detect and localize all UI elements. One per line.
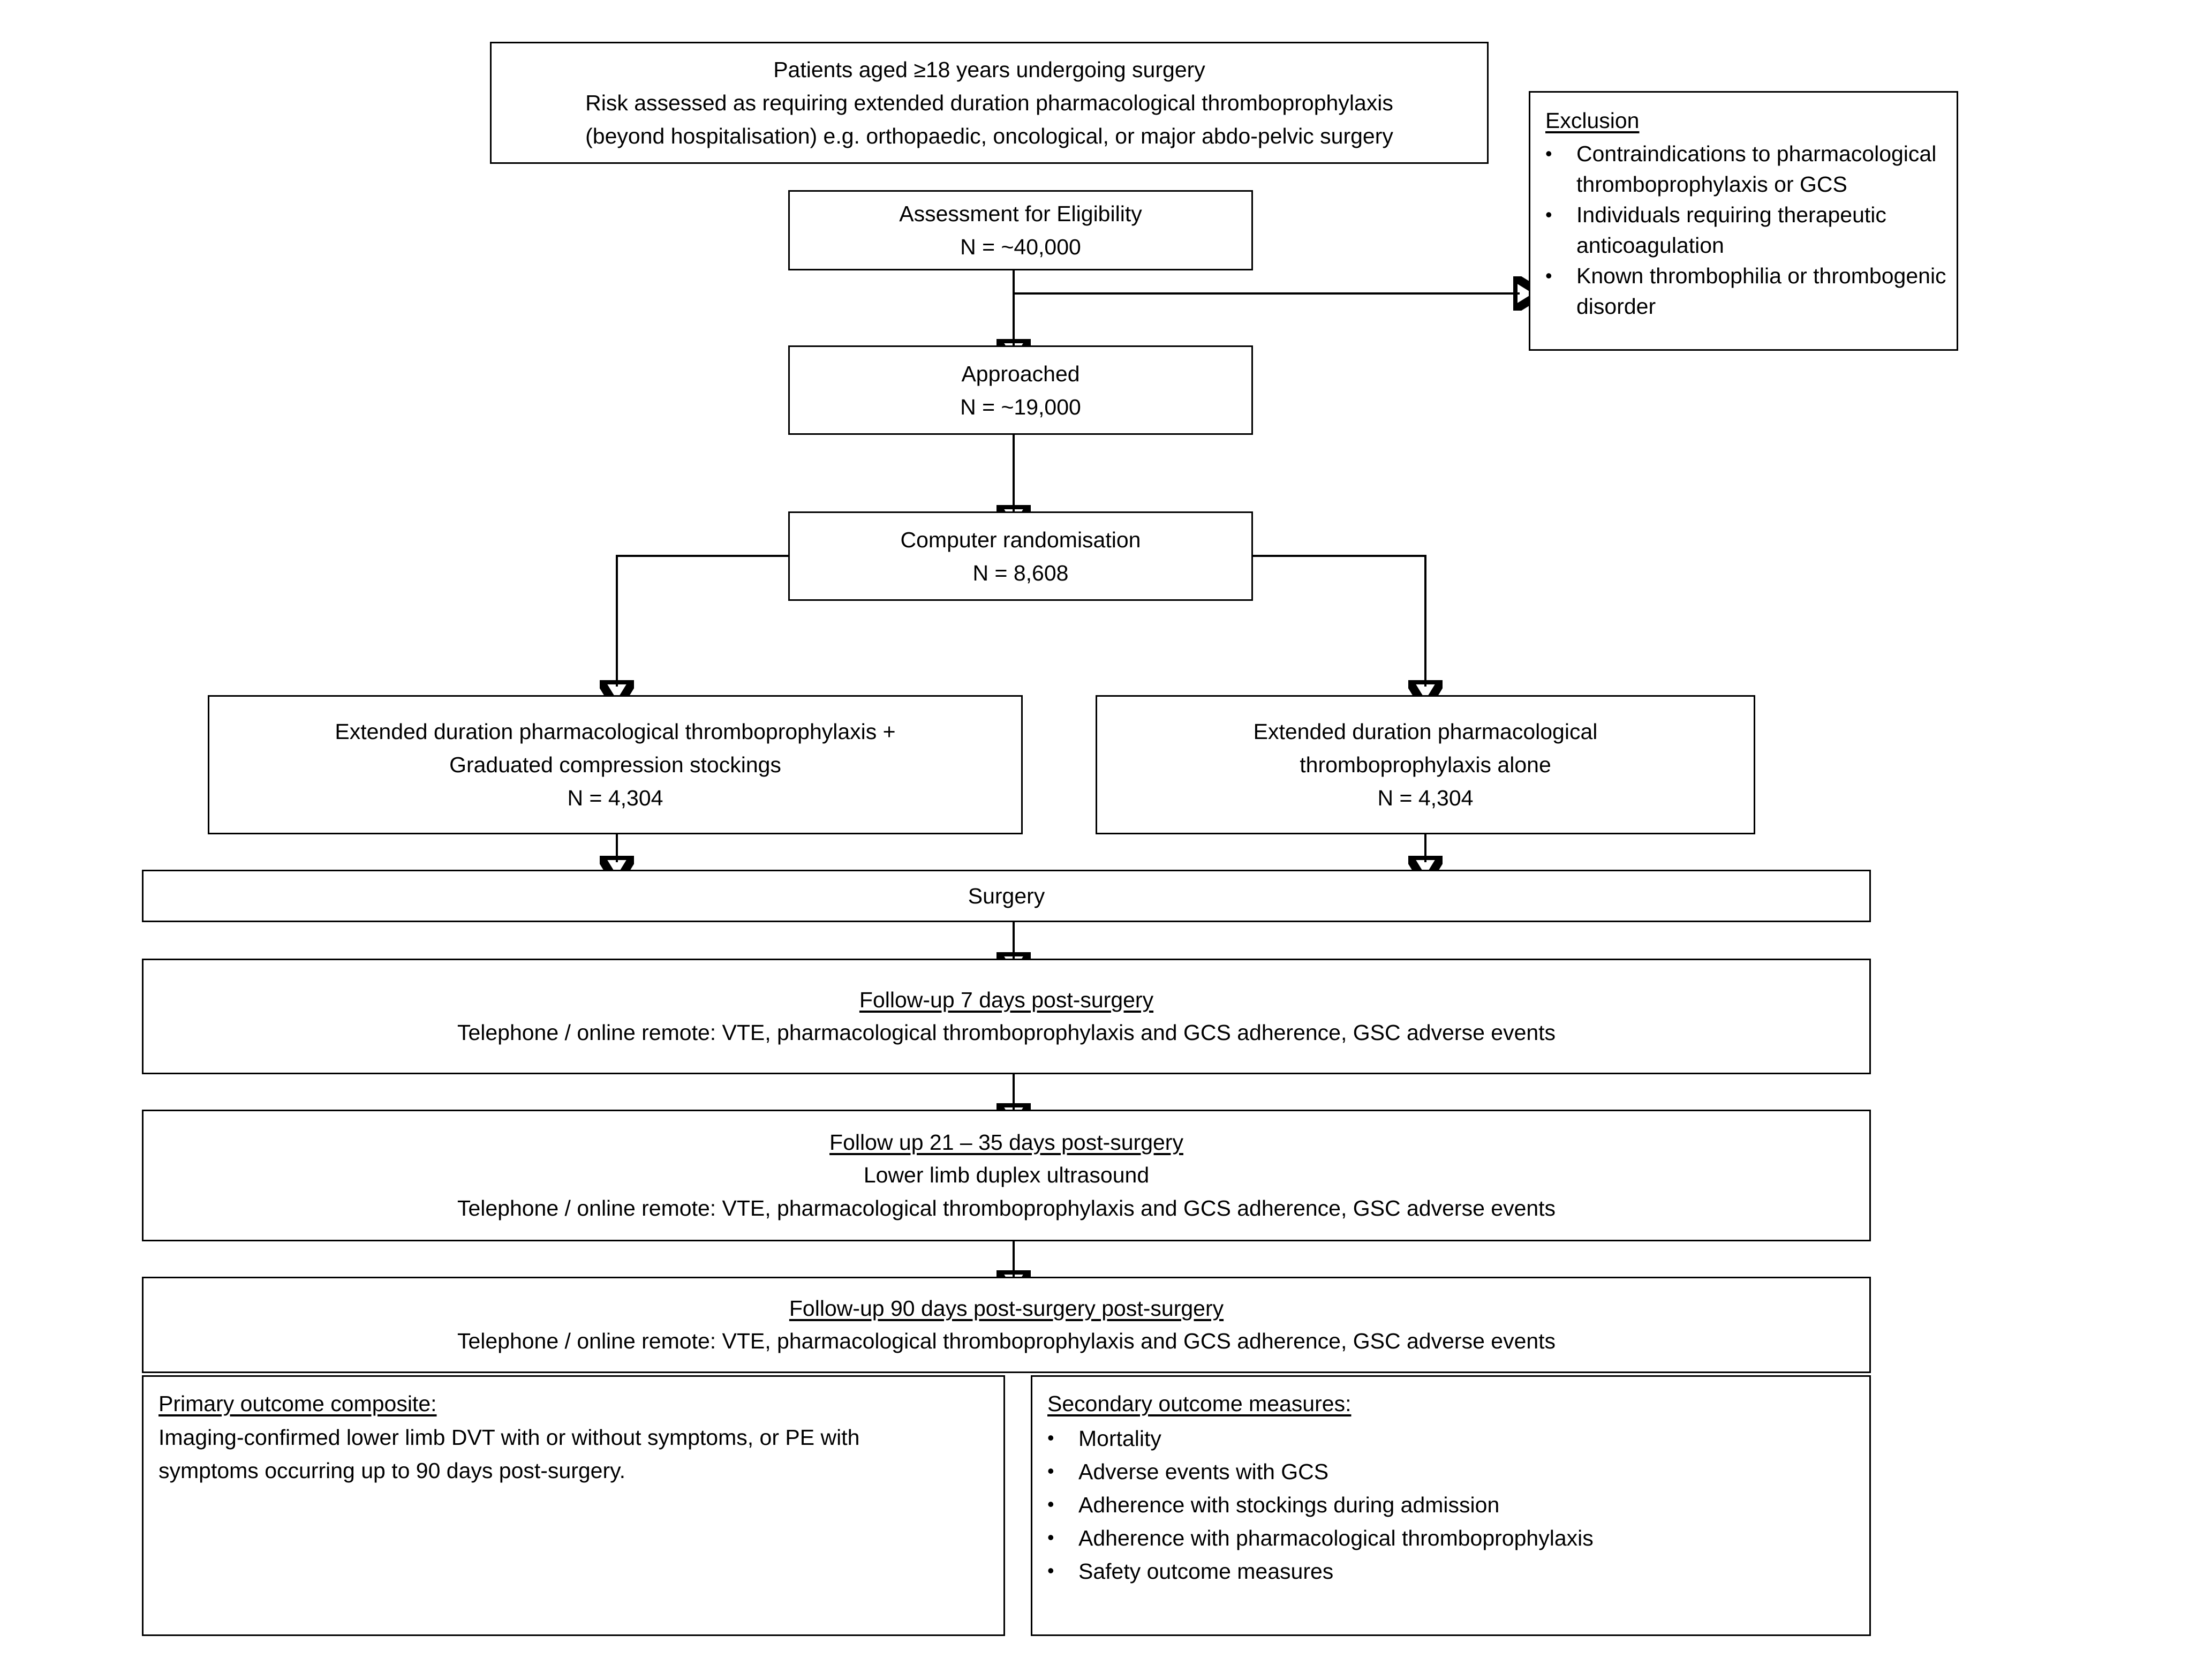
secondary-outcome-item-label: Adherence with stockings during admissio…: [1078, 1493, 1500, 1517]
secondary-outcome-item: Mortality: [1032, 1421, 1869, 1455]
followup-90-heading: Follow-up 90 days post-surgery post-surg…: [789, 1296, 1224, 1321]
secondary-outcome-heading: Secondary outcome measures:: [1047, 1391, 1352, 1416]
exclusion-item-label: Individuals requiring therapeutic antico…: [1576, 202, 1886, 258]
primary-outcome-line-2: symptoms occurring up to 90 days post-su…: [158, 1458, 625, 1483]
secondary-outcome-item: Safety outcome measures: [1032, 1554, 1869, 1588]
eligibility-line-3: (beyond hospitalisation) e.g. orthopaedi…: [585, 124, 1393, 148]
exclusion-item: Individuals requiring therapeutic antico…: [1530, 199, 1957, 261]
followup-7-detail: Telephone / online remote: VTE, pharmaco…: [457, 1020, 1556, 1045]
eligibility-line-2: Risk assessed as requiring extended dura…: [585, 91, 1393, 115]
exclusion-item: Contraindications to pharmacological thr…: [1530, 138, 1957, 200]
control-arm-line-2: thromboprophylaxis alone: [1300, 752, 1551, 777]
exclusion-box: Exclusion Contraindications to pharmacol…: [1529, 91, 1958, 351]
followup-90-days-box: Follow-up 90 days post-surgery post-surg…: [142, 1277, 1871, 1373]
followup-7-heading: Follow-up 7 days post-surgery: [859, 988, 1154, 1012]
exclusion-item-label: Known thrombophilia or thrombogenic diso…: [1576, 263, 1946, 319]
surgery-box: Surgery: [142, 870, 1871, 922]
control-arm-line-1: Extended duration pharmacological: [1253, 719, 1598, 744]
approached-label: Approached: [961, 361, 1080, 386]
followup-21-heading: Follow up 21 – 35 days post-surgery: [829, 1130, 1183, 1155]
assessment-for-eligibility-box: Assessment for Eligibility N = ~40,000: [788, 190, 1253, 270]
primary-outcome-box: Primary outcome composite: Imaging-confi…: [142, 1375, 1005, 1636]
intervention-arm-line-2: Graduated compression stockings: [449, 752, 781, 777]
followup-21-detail-1: Lower limb duplex ultrasound: [863, 1163, 1150, 1187]
followup-21-35-days-box: Follow up 21 – 35 days post-surgery Lowe…: [142, 1110, 1871, 1241]
secondary-outcome-item-label: Adherence with pharmacological thrombopr…: [1078, 1526, 1594, 1550]
followup-21-detail-2: Telephone / online remote: VTE, pharmaco…: [457, 1196, 1556, 1220]
intervention-arm-line-1: Extended duration pharmacological thromb…: [335, 719, 896, 744]
assessment-count: N = ~40,000: [960, 235, 1081, 259]
secondary-outcome-item-label: Safety outcome measures: [1078, 1559, 1334, 1584]
exclusion-heading: Exclusion: [1545, 108, 1640, 133]
eligibility-line-1: Patients aged ≥18 years undergoing surge…: [773, 57, 1205, 82]
exclusion-list: Contraindications to pharmacological thr…: [1530, 138, 1957, 322]
randomisation-label: Computer randomisation: [900, 527, 1141, 552]
exclusion-item: Known thrombophilia or thrombogenic diso…: [1530, 260, 1957, 322]
primary-outcome-heading: Primary outcome composite:: [158, 1391, 437, 1416]
secondary-outcome-item: Adverse events with GCS: [1032, 1454, 1869, 1488]
secondary-outcome-list: Mortality Adverse events with GCS Adhere…: [1032, 1421, 1869, 1588]
intervention-arm-box: Extended duration pharmacological thromb…: [208, 695, 1023, 834]
secondary-outcome-item-label: Mortality: [1078, 1426, 1161, 1451]
primary-outcome-line-1: Imaging-confirmed lower limb DVT with or…: [158, 1425, 860, 1450]
control-arm-box: Extended duration pharmacological thromb…: [1096, 695, 1755, 834]
secondary-outcome-item-label: Adverse events with GCS: [1078, 1459, 1329, 1484]
connector-randomisation-to-control-arm: [1253, 555, 1425, 687]
approached-box: Approached N = ~19,000: [788, 345, 1253, 435]
connector-randomisation-to-intervention-arm: [617, 555, 788, 687]
control-arm-count: N = 4,304: [1377, 786, 1474, 810]
assessment-label: Assessment for Eligibility: [899, 201, 1142, 226]
secondary-outcome-box: Secondary outcome measures: Mortality Ad…: [1031, 1375, 1871, 1636]
randomisation-count: N = 8,608: [972, 560, 1069, 585]
followup-7-days-box: Follow-up 7 days post-surgery Telephone …: [142, 959, 1871, 1074]
exclusion-item-label: Contraindications to pharmacological thr…: [1576, 141, 1937, 197]
computer-randomisation-box: Computer randomisation N = 8,608: [788, 511, 1253, 601]
secondary-outcome-item: Adherence with pharmacological thrombopr…: [1032, 1521, 1869, 1555]
secondary-outcome-item: Adherence with stockings during admissio…: [1032, 1488, 1869, 1521]
intervention-arm-count: N = 4,304: [567, 786, 663, 810]
surgery-label: Surgery: [968, 884, 1045, 908]
eligibility-criteria-box: Patients aged ≥18 years undergoing surge…: [490, 42, 1489, 164]
followup-90-detail: Telephone / online remote: VTE, pharmaco…: [457, 1329, 1556, 1353]
approached-count: N = ~19,000: [960, 394, 1081, 419]
